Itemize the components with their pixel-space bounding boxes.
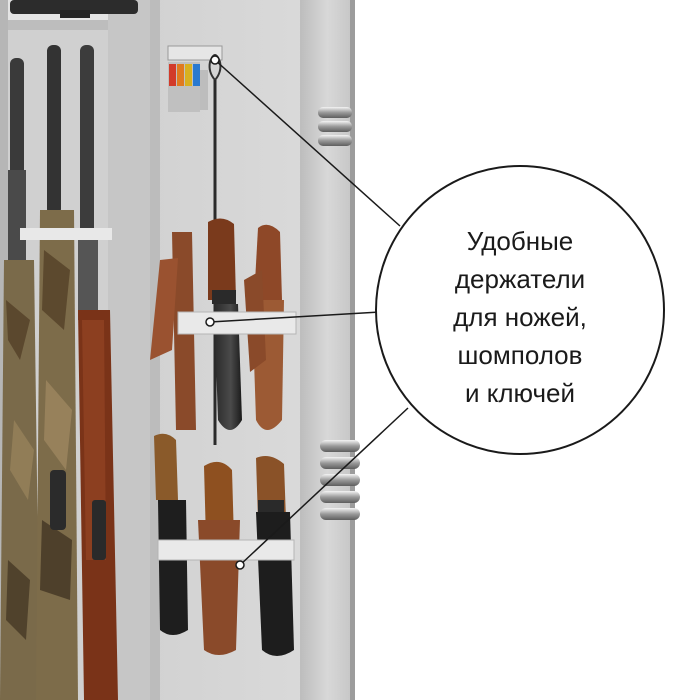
knife-lower-left — [154, 433, 188, 635]
locking-bolts-lower — [320, 440, 360, 520]
knife-holder-strap-lower — [157, 539, 295, 561]
callout-line: шомполов — [457, 340, 583, 370]
rifle-right — [78, 45, 118, 700]
locking-bolts-upper — [318, 107, 352, 146]
red-key-tag — [169, 64, 176, 86]
rifle-scope — [10, 0, 138, 18]
knife-holder-strap-upper — [177, 311, 297, 335]
callout-leader-lines — [209, 59, 409, 566]
blue-key-tag — [193, 64, 200, 86]
yellow-key-tag — [185, 64, 192, 86]
callout-line: держатели — [454, 264, 586, 294]
callout-line: Удобные — [466, 226, 574, 256]
orange-key-tag — [177, 64, 184, 86]
callout-line: и ключей — [464, 378, 576, 408]
rifle-left — [0, 58, 40, 700]
knife-upper-middle — [208, 218, 242, 430]
callout-caption: Удобные держатели для ножей, шомполов и … — [400, 222, 640, 412]
rifle-rack-bar — [20, 228, 112, 240]
key-holder — [167, 45, 223, 112]
rifle-middle — [36, 45, 78, 700]
callout-circle — [375, 165, 665, 455]
callout-line: для ножей, — [453, 302, 587, 332]
callout-anchor-dots — [205, 55, 245, 570]
